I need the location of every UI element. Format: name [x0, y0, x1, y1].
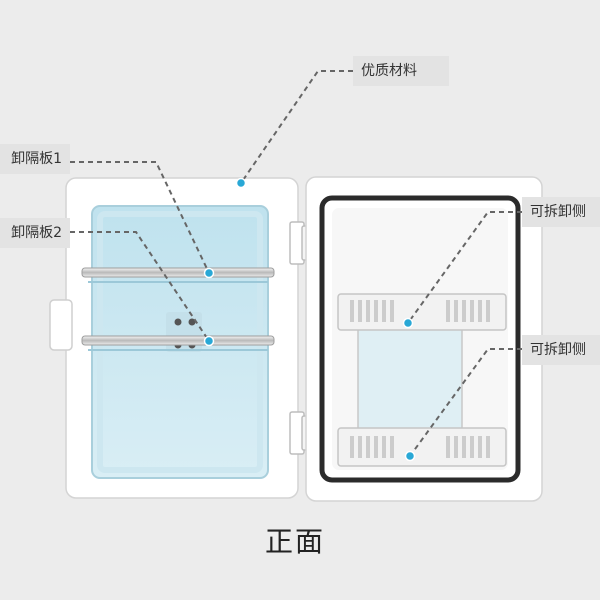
leader-line-side-2: [409, 348, 522, 457]
side-rack-upper: [337, 293, 507, 331]
callout-shelf-2: 卸隔板2: [0, 218, 70, 248]
leader-line-shelf-1: [70, 161, 210, 274]
marker-dot-shelf-1: [203, 267, 215, 279]
marker-dots: [203, 177, 416, 462]
fridge-body: [49, 177, 299, 499]
callout-side-1: 可拆卸侧: [522, 197, 600, 227]
shelf-1: [81, 267, 275, 283]
callout-shelf-1: 卸隔板1: [0, 144, 70, 174]
view-caption: 正面: [264, 525, 325, 558]
callout-material: 优质材料: [353, 56, 449, 86]
leader-line-material: [240, 70, 353, 184]
leader-line-shelf-2: [70, 231, 210, 342]
marker-dot-material: [235, 177, 247, 189]
marker-dot-side-1: [402, 317, 414, 329]
shelf-2: [81, 335, 275, 351]
leader-line-side-1: [407, 211, 522, 324]
callout-side-2: 可拆卸侧: [522, 335, 600, 365]
side-handle: [49, 299, 73, 351]
side-rack-lower: [337, 427, 507, 467]
marker-dot-shelf-2: [203, 335, 215, 347]
fridge-door: [305, 176, 543, 502]
marker-dot-side-2: [404, 450, 416, 462]
leader-lines: [70, 70, 522, 457]
